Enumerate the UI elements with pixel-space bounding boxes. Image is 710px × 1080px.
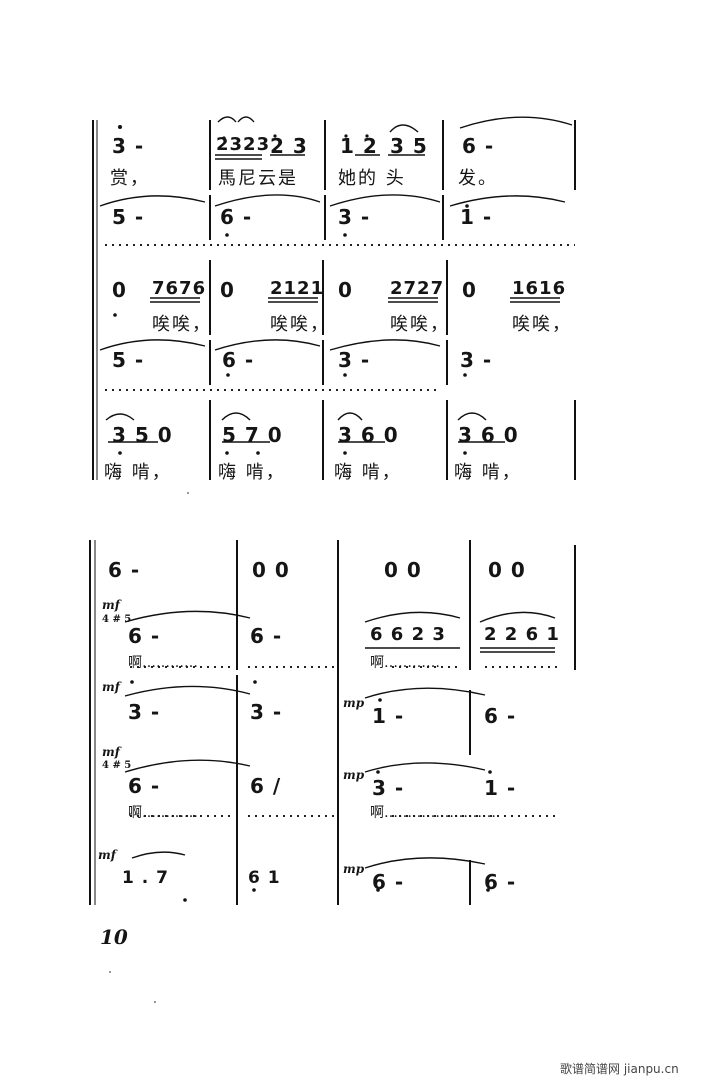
watermark: 歌谱简谱网 jianpu.cn: [560, 1062, 679, 1076]
s1-lyric1-b: 馬尼云是: [218, 168, 298, 189]
s2-r5-m2: 6 1: [248, 868, 281, 888]
s1-r2-m3: 3 -: [338, 205, 371, 229]
s2-r1-m4: 0 0: [488, 558, 526, 582]
s1-r5-m1: 3 5 0: [112, 423, 173, 447]
s1-r3-m2-notes: 2121: [270, 278, 325, 299]
s1-r4-m4: 3 -: [460, 348, 493, 372]
s1-r1-m1: 3 -: [112, 134, 145, 158]
s1-lyric3-b: 唉唉，: [270, 314, 330, 335]
page-number: 10: [100, 925, 128, 949]
s1-r3-m2-rest: 0: [220, 278, 235, 302]
s2-r2-m2: 6 -: [250, 624, 283, 648]
s2-r4-dynamic: mf: [102, 745, 120, 759]
s2-r3-m2: 3 -: [250, 700, 283, 724]
s2-r4-m3: 3 -: [372, 776, 405, 800]
s2-r4-dynamic-mp: mp: [343, 768, 365, 782]
s1-r4-m1: 5 -: [112, 348, 145, 372]
s1-r2-m2: 6 -: [220, 205, 253, 229]
s1-r1-m3b: 3 5: [390, 134, 428, 158]
s2-r3-m1: 3 -: [128, 700, 161, 724]
s2-r4-m2: 6 /: [250, 774, 282, 798]
s1-lyric3-d: 唉唉，: [512, 314, 572, 335]
s1-r5-m2: 5 7 0: [222, 423, 283, 447]
s1-r3-m3-notes: 2727: [390, 278, 445, 299]
s2-r3-dynamic-mp: mp: [343, 696, 365, 710]
s1-r5-m4: 3 6 0: [458, 423, 519, 447]
s2-r2-lyric3: 啊…………: [370, 655, 440, 671]
s1-lyric5-c: 嗨 啃，: [334, 462, 402, 483]
s2-r2-m1: 6 -: [128, 624, 161, 648]
s1-lyric5-d: 嗨 啃，: [454, 462, 522, 483]
s2-r5-m4: 6 -: [484, 870, 517, 894]
s2-r5-m1: 1 . 7: [122, 868, 169, 888]
s2-r4-lyric3: 啊……………………: [370, 805, 496, 821]
s1-r3-m4-notes: 1616: [512, 278, 567, 299]
s2-r3-dynamic: mf: [102, 680, 120, 694]
s2-r5-m3: 6 -: [372, 870, 405, 894]
s2-r5-dynamic: mf: [98, 848, 116, 862]
s1-r3-m1-rest: 0: [112, 278, 127, 302]
s2-r5-dynamic-mp: mp: [343, 862, 365, 876]
s2-r4-m4: 1 -: [484, 776, 517, 800]
s2-r2-dynamic: mf: [102, 598, 120, 612]
s2-r4-m1: 6 -: [128, 774, 161, 798]
s1-lyric5-a: 嗨 啃，: [104, 462, 172, 483]
s1-lyric1-a: 赏，: [110, 168, 150, 189]
s1-r4-m2: 6 -: [222, 348, 255, 372]
s1-r1-m4: 6 -: [462, 134, 495, 158]
s2-r2-m4: 2 2 6 1: [484, 624, 560, 645]
s2-r3-m3: 1 -: [372, 704, 405, 728]
s2-r1-m2: 0 0: [252, 558, 290, 582]
s2-r1-m3: 0 0: [384, 558, 422, 582]
s1-r5-m3: 3 6 0: [338, 423, 399, 447]
s1-r3-m3-rest: 0: [338, 278, 353, 302]
s2-r3-m4: 6 -: [484, 704, 517, 728]
s2-r1-m1: 6 -: [108, 558, 141, 582]
s1-lyric3-c: 唉唉，: [390, 314, 450, 335]
s1-r1-m2b: 2 3: [270, 134, 308, 158]
s2-r2-grace: 4 # 5: [102, 614, 132, 625]
s1-lyric1-d: 发。: [458, 168, 498, 189]
s1-r2-m4: 1 -: [460, 205, 493, 229]
s1-lyric1-c: 她的 头: [338, 168, 406, 189]
s1-lyric5-b: 嗨 啃，: [218, 462, 286, 483]
s1-r1-m3a: 1 2: [340, 134, 378, 158]
s1-r3-m1-notes: 7676: [152, 278, 207, 299]
s2-r4-lyric1: 啊…………: [128, 805, 198, 821]
s1-r4-m3: 3 -: [338, 348, 371, 372]
s2-r2-m3: 6 6 2 3: [370, 624, 446, 645]
s1-lyric3-a: 唉唉，: [152, 314, 212, 335]
s1-r1-m2a: 2323: [216, 134, 271, 155]
s1-r2-m1: 5 -: [112, 205, 145, 229]
s2-r2-lyric1: 啊…………: [128, 655, 198, 671]
s2-r4-grace: 4 # 5: [102, 760, 132, 771]
s1-r3-m4-rest: 0: [462, 278, 477, 302]
